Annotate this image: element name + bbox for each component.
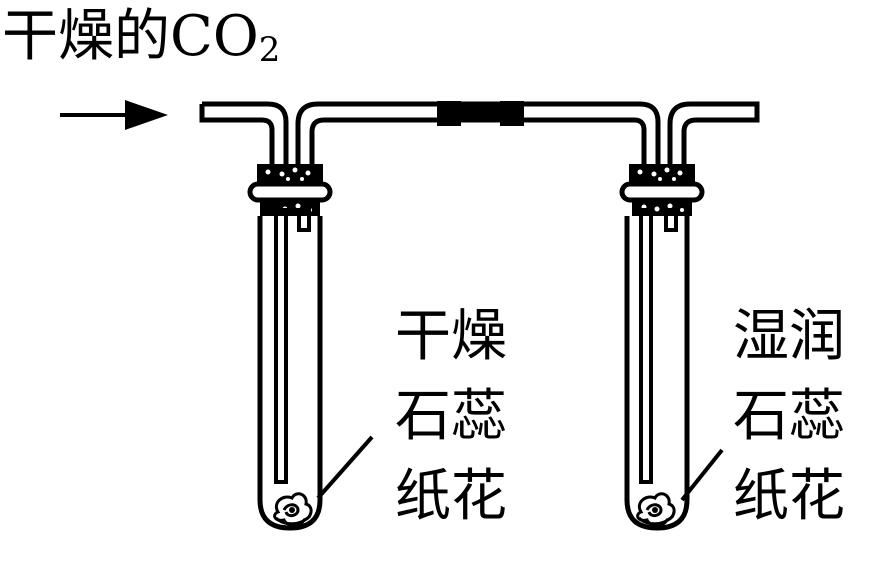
- arrow-right-icon: [60, 100, 168, 130]
- label-line: 石蕊: [733, 384, 845, 449]
- title-text: 干燥的CO: [2, 4, 259, 69]
- label-line: 纸花: [395, 464, 507, 529]
- paper-flower-dry: [273, 492, 313, 527]
- rubber-tube-connector: [437, 101, 524, 126]
- label-line: 湿润: [733, 304, 845, 369]
- title-dry-co2: 干燥的CO2: [2, 2, 280, 85]
- test-tube-right: [622, 164, 724, 531]
- title-subscript: 2: [258, 30, 281, 70]
- label-line: 干燥: [395, 304, 507, 369]
- delivery-tube: [199, 101, 760, 170]
- label-line: 石蕊: [395, 384, 507, 449]
- label-line: 纸花: [733, 464, 845, 529]
- label-dry-litmus-flower: 干燥 石蕊 纸花: [395, 297, 555, 537]
- paper-flower-wet: [636, 492, 676, 527]
- test-tube-left: [250, 164, 374, 531]
- leader-line-right: [680, 448, 724, 502]
- leader-line-left: [316, 435, 374, 500]
- label-wet-litmus-flower: 湿润 石蕊 纸花: [733, 297, 883, 537]
